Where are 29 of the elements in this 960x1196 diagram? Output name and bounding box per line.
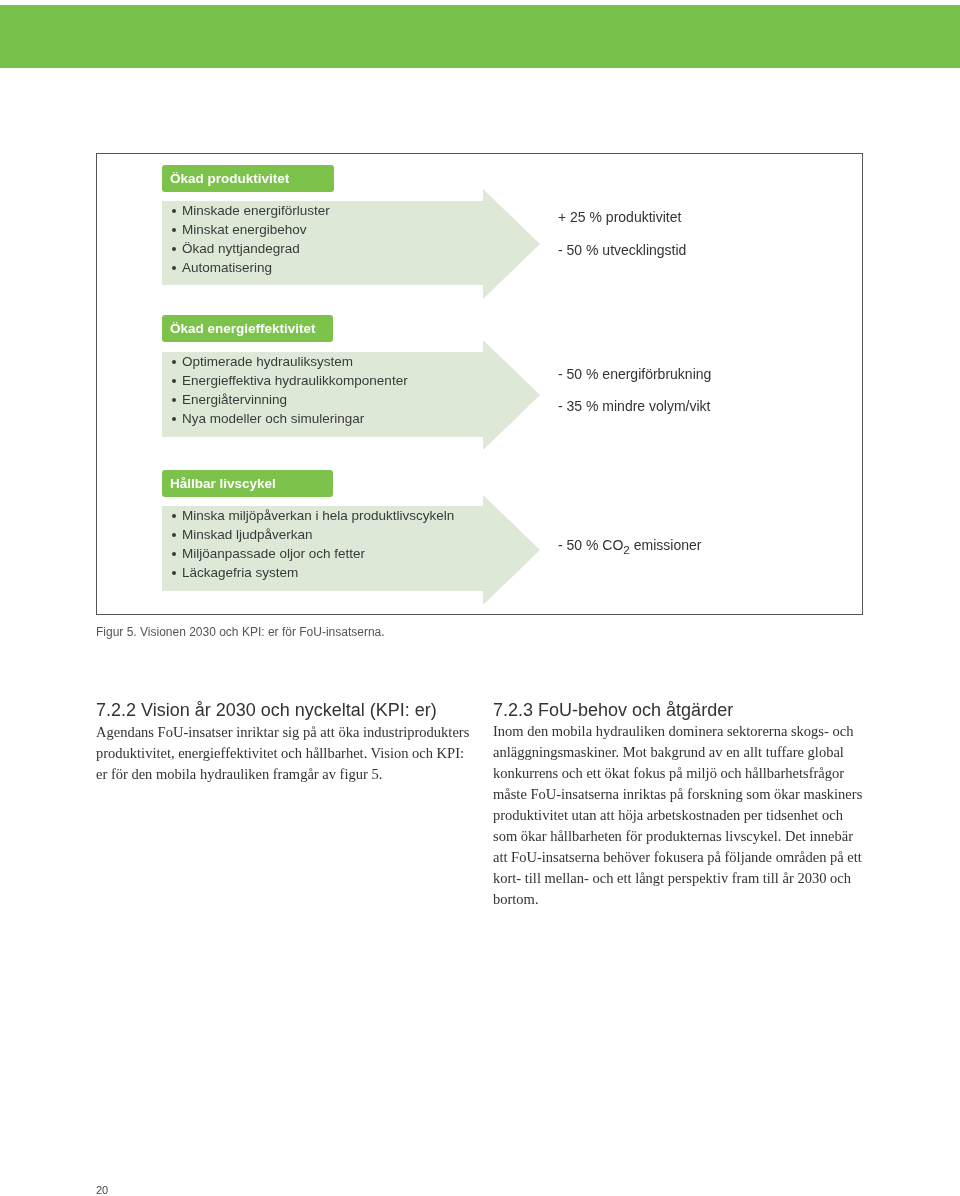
- kpi-text: - 50 % utvecklingstid: [558, 241, 687, 260]
- list-item: Energiåtervinning: [182, 391, 288, 409]
- arrow-shape: [162, 340, 540, 450]
- section-heading: 7.2.2 Vision år 2030 och nyckeltal (KPI: er): [96, 699, 437, 722]
- list-item: Energieffektiva hydraulikkomponenter: [182, 372, 408, 390]
- list-item: Miljöanpassade oljor och fetter: [182, 545, 366, 563]
- kpi-text: - 50 % energiförbrukning: [558, 365, 712, 384]
- list-item: Minskat energibehov: [182, 221, 307, 239]
- section-heading: 7.2.3 FoU-behov och åtgärder: [493, 699, 734, 722]
- section-tab: Ökad energieffektivitet: [162, 315, 333, 342]
- kpi-text: - 35 % mindre volym/vikt: [558, 397, 711, 416]
- list-item: Minskade energiförluster: [182, 202, 330, 220]
- kpi-text: + 25 % produktivitet: [558, 208, 682, 227]
- figure-caption: Figur 5. Visionen 2030 och KPI: er för FoU-insatserna.: [96, 624, 385, 640]
- list-item: Optimerade hydrauliksystem: [182, 353, 354, 371]
- page-number: 20: [96, 1183, 109, 1196]
- body-paragraph: Inom den mobila hydrauliken dominera sektorerna skogs- och anläggningsmaskiner. Mot bakgrund av en allt tuffare global konkurrens och ett ökat fokus på miljö och hållbarhetsfrågor måste FoU-insatserna inriktas på forskning som ökar maskiners produktivitet utan att höja arbetskostnaden per tidsenhet och som ökar hållbarheten för produkternas livscykel. Det innebär att FoU-insatserna behöver fokusera på följande områden på ett kort- till mellan- och ett långt perspektiv fram till år 2030 och bortom.: [493, 722, 864, 909]
- list-item: Minska miljöpåverkan i hela produktlivscykeln: [182, 507, 455, 525]
- section-tab: Hållbar livscykel: [162, 470, 333, 497]
- list-item: Ökad nyttjandegrad: [182, 240, 300, 258]
- list-item: Automatisering: [182, 259, 273, 277]
- arrow-shape: [162, 189, 540, 299]
- list-item: Läckagefria system: [182, 564, 299, 582]
- kpi-text: - 50 % CO$_{2}$ emissioner: [558, 536, 702, 558]
- body-paragraph: Agendans FoU-insatser inriktar sig på att öka industriprodukters produktivitet, energieffektivitet och hållbarhet. Vision och KPI: er för den mobila hydrauliken framgår av figur 5.: [96, 723, 471, 784]
- section-tab: Ökad produktivitet: [162, 165, 334, 192]
- list-item: Minskad ljudpåverkan: [182, 526, 313, 544]
- arrow-shape: [162, 495, 540, 605]
- list-item: Nya modeller och simuleringar: [182, 410, 365, 428]
